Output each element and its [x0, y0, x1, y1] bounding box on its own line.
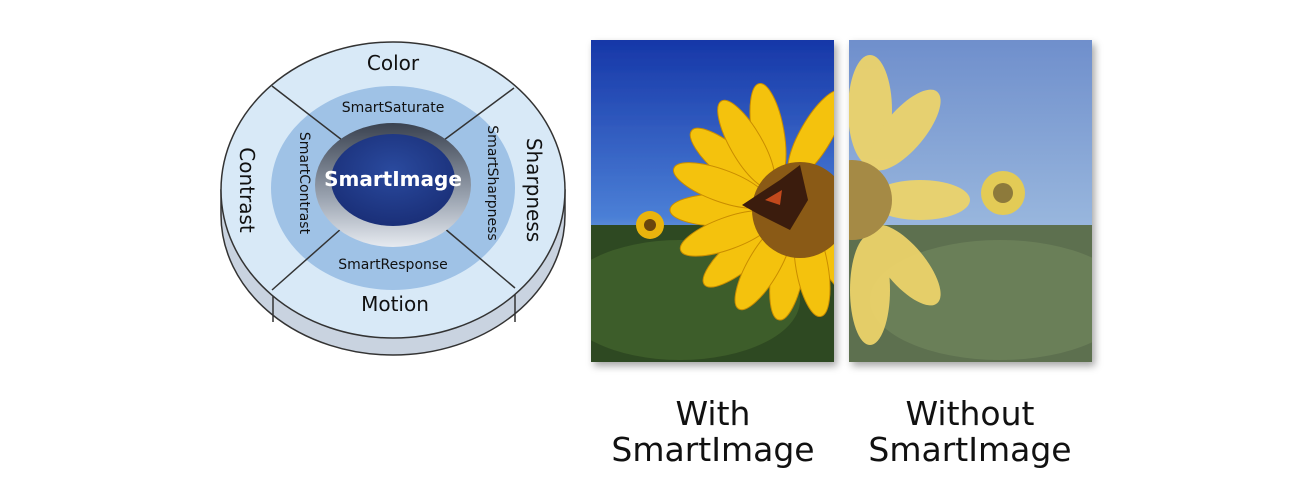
- center-core: [331, 134, 455, 226]
- inner-label-saturate: SmartSaturate: [342, 100, 445, 116]
- caption-with-line2: SmartImage: [611, 430, 815, 469]
- photo-without-smartimage: [849, 40, 1092, 362]
- photo-with-smartimage: [591, 40, 834, 362]
- center-label: SmartImage: [324, 167, 462, 191]
- outer-label-color: Color: [367, 51, 420, 75]
- caption-without-line1: Without: [905, 394, 1035, 433]
- inner-label-contrast: SmartContrast: [296, 132, 312, 235]
- smartimage-disc: [220, 41, 566, 356]
- outer-label-contrast: Contrast: [235, 147, 259, 233]
- caption-without-line2: SmartImage: [868, 430, 1072, 469]
- caption-with-line1: With: [675, 394, 751, 433]
- caption-with-smartimage: With SmartImage: [583, 396, 843, 468]
- inner-label-sharpness: SmartSharpness: [484, 125, 500, 240]
- outer-label-motion: Motion: [361, 292, 429, 316]
- inner-label-response: SmartResponse: [338, 257, 448, 273]
- outer-label-sharpness: Sharpness: [522, 138, 546, 242]
- caption-without-smartimage: Without SmartImage: [840, 396, 1100, 468]
